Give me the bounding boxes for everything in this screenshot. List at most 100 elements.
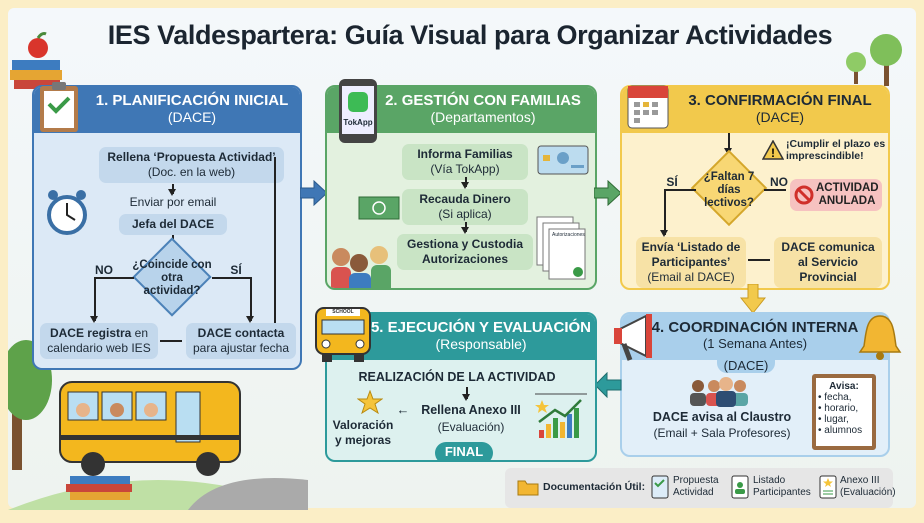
school-bus-icon	[315, 307, 371, 362]
step-label: Informa Familias	[417, 147, 513, 161]
notice-item-text: horario,	[824, 403, 859, 414]
panel-planificacion: 1. PLANIFICACIÓN INICIAL (DACE) Rellena …	[32, 85, 302, 370]
doc-line: Actividad	[673, 487, 714, 498]
step-note: en calendario web IES	[47, 326, 151, 355]
id-card-icon	[537, 145, 589, 175]
doc-label: Autorizaciones	[552, 232, 585, 238]
doc-link-anexo[interactable]: Anexo III(Evaluación)	[819, 473, 896, 503]
folder-icon	[517, 480, 539, 496]
panel-header: 5. EJECUCIÓN Y EVALUACIÓN (Responsable)	[327, 314, 595, 360]
yes-label: SÍ	[666, 175, 678, 189]
alarm-clock-icon	[47, 190, 87, 235]
notice-title: Avisa:	[829, 381, 859, 392]
notice-item-text: lugar,	[824, 414, 849, 425]
no-label: NO	[95, 263, 113, 277]
step-valoracion: Valoración y mejoras	[332, 418, 394, 447]
bus-sign: SCHOOL	[332, 309, 354, 315]
step-realizacion: REALIZACIÓN DE LA ACTIVIDAD	[358, 370, 556, 384]
staff-group-icon	[690, 377, 748, 407]
decision-question: ¿Coincide con otra actividad?	[132, 259, 212, 297]
doc-line: Participantes	[753, 487, 811, 498]
yes-label: SÍ	[230, 263, 242, 277]
step-anexo: Rellena Anexo III	[421, 403, 521, 417]
recipient-box: Jefa del DACE	[119, 214, 227, 235]
star-icon	[357, 390, 383, 414]
step-recauda: Recauda Dinero(Si aplica)	[402, 189, 528, 225]
loop-back-arrow	[274, 157, 276, 323]
page-title: IES Valdespartera: Guía Visual para Orga…	[107, 20, 833, 50]
panel-subtitle: (Departamentos)	[430, 109, 536, 125]
bell-icon	[858, 315, 902, 360]
arrow	[463, 387, 469, 401]
doc-line: Propuesta	[673, 475, 719, 486]
step-label: DACE registra	[49, 326, 132, 340]
notice-item-text: fecha,	[824, 392, 852, 403]
step-label: Recauda Dinero	[419, 192, 511, 206]
panel-title: 5. EJECUCIÓN Y EVALUACIÓN	[370, 319, 592, 336]
families-icon	[331, 246, 391, 288]
panel-subtitle: (Responsable)	[435, 336, 527, 352]
notice-item: • alumnos	[818, 425, 863, 436]
panel-header: 1. PLANIFICACIÓN INICIAL (DACE)	[34, 87, 300, 133]
doc-line: Anexo III	[840, 475, 880, 486]
notice-item: • lugar,	[818, 414, 849, 425]
documentation-label: Documentación Útil:	[543, 481, 646, 493]
deadline-warning: ¡Cumplir el plazo es imprescindible!	[786, 138, 886, 162]
arrow	[247, 277, 253, 323]
no-label: NO	[770, 175, 788, 189]
notice-item-text: alumnos	[824, 425, 863, 436]
panel-title: 2. GESTIÓN CON FAMILIAS	[385, 92, 581, 109]
connector	[212, 277, 250, 279]
panel-subtitle: (1 Semana Antes)	[702, 336, 808, 351]
prohibited-icon	[794, 185, 814, 205]
phone-tokapp-icon	[339, 79, 377, 143]
step-listado: Envía ‘Listado de Participantes’(Email a…	[636, 237, 746, 288]
money-icon	[358, 196, 400, 220]
panel-subtitle: (DACE)	[755, 109, 805, 125]
document-star-icon	[819, 475, 837, 499]
connector	[748, 259, 770, 261]
connector	[764, 189, 786, 191]
step-label: Envía ‘Listado de Participantes’	[641, 240, 741, 269]
flow-arrow-right-green	[594, 180, 622, 206]
panel-ejecucion: 5. EJECUCIÓN Y EVALUACIÓN (Responsable) …	[325, 312, 597, 462]
warning-icon: !	[762, 140, 784, 160]
notice-item: • horario,	[818, 403, 859, 414]
step-note: (Vía TokApp)	[430, 162, 500, 176]
arrow-left-small: ←	[396, 402, 410, 417]
panel-title: 3. CONFIRMACIÓN FINAL	[688, 92, 872, 109]
step-label: Rellena ‘Propuesta Actividad’	[107, 150, 276, 164]
flow-arrow-right-blue	[300, 180, 328, 206]
step-registra: DACE registra en calendario web IES	[40, 323, 158, 359]
step-propuesta: Rellena ‘Propuesta Actividad’(Doc. en la…	[99, 147, 284, 183]
arrow	[462, 177, 468, 189]
school-bus-illustration	[8, 340, 308, 510]
cancelled-badge: ACTIVIDAD ANULADA	[790, 179, 882, 211]
step-note: (Si aplica)	[438, 207, 492, 221]
books-apple-icon	[10, 32, 62, 89]
step-autorizaciones: Gestiona y Custodia Autorizaciones	[397, 234, 533, 270]
panel-title: 1. PLANIFICACIÓN INICIAL	[95, 92, 289, 109]
doc-link-label: Anexo III(Evaluación)	[840, 475, 896, 499]
svg-text:!: !	[771, 146, 775, 160]
panel-coordinacion: 4. COORDINACIÓN INTERNA (1 Semana Antes)…	[620, 312, 890, 457]
clipboard-check-icon	[40, 82, 78, 132]
panel-subtitle-2: (DACE)	[717, 358, 775, 373]
arrow	[169, 184, 175, 196]
arrow	[91, 277, 97, 323]
calendar-icon	[627, 85, 669, 129]
connector	[664, 189, 696, 191]
step-servicio-provincial: DACE comunica al Servicio Provincial	[774, 237, 882, 288]
panel-title: 4. COORDINACIÓN INTERNA	[651, 319, 859, 336]
step-label: DACE contacta	[197, 326, 285, 340]
notice-item: • fecha,	[818, 392, 852, 403]
connector	[160, 340, 182, 342]
send-label: Enviar por email	[129, 195, 217, 209]
app-label: TokApp	[343, 118, 373, 127]
megaphone-icon	[614, 314, 652, 361]
